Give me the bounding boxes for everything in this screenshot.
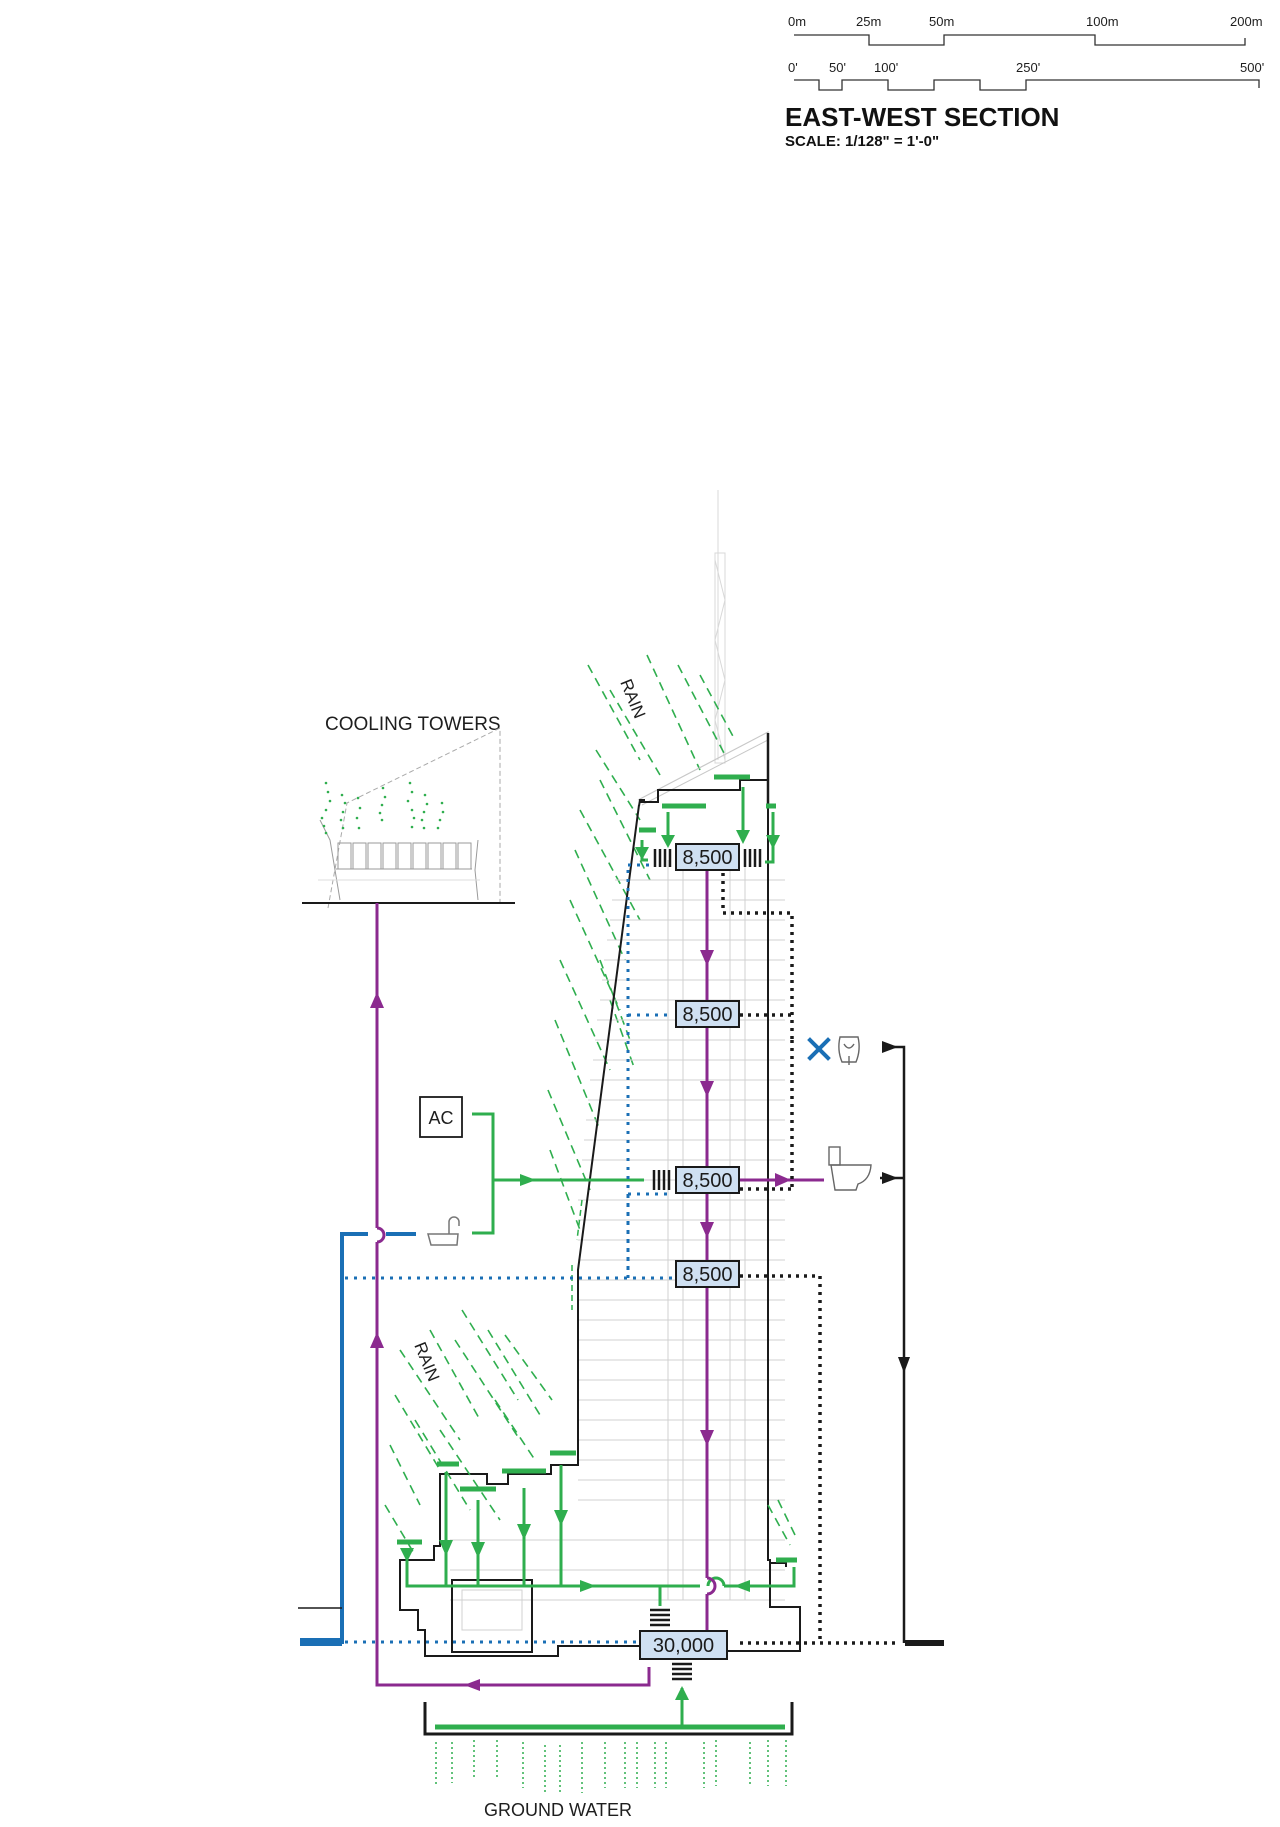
blackwater-lines: [298, 873, 944, 1646]
scale-tick-250ft: 250': [1016, 60, 1040, 75]
ac-label: AC: [428, 1108, 453, 1128]
tank-hatches: [650, 849, 762, 1681]
urinal-icon: [838, 1036, 860, 1065]
greywater-arrows: [370, 950, 791, 1691]
tank-top-capacity: 8,500: [682, 847, 732, 869]
scale-tick-100ft: 100': [874, 60, 898, 75]
section-scale: SCALE: 1/128" = 1'-0": [785, 133, 939, 150]
tank-base: 30,000: [639, 1630, 728, 1660]
x-mark-icon: [807, 1037, 831, 1061]
rain-lower: [384, 1309, 796, 1556]
tank-top: 8,500: [675, 843, 740, 871]
ground-water-basin: GROUND WATER: [423, 1702, 794, 1820]
scale-tick-200m: 200m: [1230, 14, 1263, 29]
tank-upper-mid: 8,500: [675, 1000, 740, 1028]
scale-tick-500ft: 500': [1240, 60, 1264, 75]
cooling-towers: [302, 727, 515, 909]
tank-upper-mid-capacity: 8,500: [682, 1004, 732, 1026]
scale-bar-imperial: 0' 50' 100' 250' 500': [788, 60, 1264, 91]
overflow-dashed-drip: [571, 1199, 583, 1310]
rain-upper: [547, 654, 736, 1231]
tank-lower-mid-capacity: 8,500: [682, 1264, 732, 1286]
ac-unit: AC: [419, 1096, 463, 1138]
spire: [714, 490, 726, 764]
tower-section: [399, 731, 801, 1657]
tank-lower-mid: 8,500: [675, 1260, 740, 1288]
blackwater-arrows: [882, 1041, 910, 1373]
tank-base-capacity: 30,000: [653, 1635, 714, 1657]
rainwater-collection-lines: [397, 774, 797, 1730]
scale-bar-metric: 0m 25m 50m 100m 200m: [788, 14, 1263, 46]
ground-water-label: GROUND WATER: [484, 1800, 632, 1820]
cooling-towers-label: COOLING TOWERS: [325, 714, 501, 735]
tank-mid-capacity: 8,500: [682, 1170, 732, 1192]
scale-tick-50ft: 50': [829, 60, 846, 75]
tank-mid: 8,500: [675, 1166, 740, 1194]
scale-tick-0ft: 0': [788, 60, 798, 75]
toilet-icon: [828, 1146, 872, 1191]
scale-tick-25m: 25m: [856, 14, 881, 29]
scale-tick-50m: 50m: [929, 14, 954, 29]
sink-icon: [427, 1216, 460, 1246]
section-title: EAST-WEST SECTION: [785, 102, 1059, 132]
scale-tick-0m: 0m: [788, 14, 806, 29]
potable-water-lines: [300, 863, 673, 1646]
rain-upper-label: RAIN: [616, 676, 649, 721]
rainwater-arrows: [400, 830, 780, 1700]
scale-tick-100m: 100m: [1086, 14, 1119, 29]
